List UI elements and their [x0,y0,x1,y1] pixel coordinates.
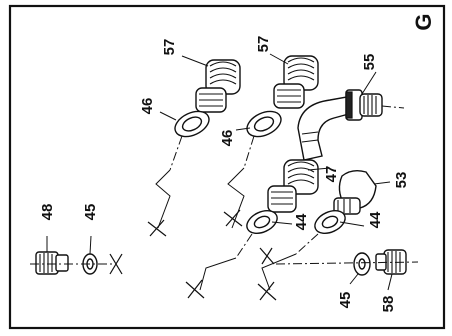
part-44-washer-left [246,209,293,235]
svg-text:44: 44 [367,211,384,228]
part-57-fitting-right [269,53,319,109]
callout-45-left: 45 [82,204,99,221]
part-46-washer-right [235,110,282,138]
part-55-elbow-fitting [297,71,405,161]
callout-48: 48 [39,204,56,221]
callout-58: 58 [380,296,397,313]
part-57-fitting-left [181,55,241,113]
callout-47: 47 [323,166,340,183]
part-53-cap [333,169,391,215]
centerline-left [30,253,123,275]
svg-text:45: 45 [82,204,99,221]
centerline-57-left [147,135,183,237]
svg-text:45: 45 [337,292,354,309]
svg-text:57: 57 [161,39,178,56]
centerline-53 [257,233,319,301]
callout-46-left: 46 [139,98,156,115]
svg-text:58: 58 [380,296,397,313]
centerline-47 [185,233,253,299]
svg-text:55: 55 [361,54,378,71]
part-48-threaded-plug [35,236,69,275]
part-44-washer-right [314,209,365,235]
callout-57-right: 57 [255,36,272,53]
part-58-plug [375,249,407,291]
part-46-washer-left [159,110,210,138]
svg-text:46: 46 [219,130,236,147]
svg-text:48: 48 [39,204,56,221]
centerline-57-right [223,135,255,229]
callout-45-bottom: 45 [337,292,354,309]
svg-text:44: 44 [293,213,310,230]
centerline-bottom [275,261,419,265]
corner-letter: G [411,13,436,30]
svg-text:53: 53 [393,172,410,189]
callout-46-right: 46 [219,130,236,147]
part-45-washer-bottom [349,252,371,285]
callout-44-left: 44 [293,213,310,230]
part-47-threaded-fitting [267,159,331,213]
callout-44-right: 44 [367,211,384,228]
svg-text:47: 47 [323,166,340,183]
part-45-washer-left [82,235,98,275]
svg-text:46: 46 [139,98,156,115]
svg-text:G: G [411,13,436,30]
callout-55: 55 [361,54,378,71]
svg-text:57: 57 [255,36,272,53]
callout-57-left: 57 [161,39,178,56]
diagram-frame [8,4,446,330]
callout-53: 53 [393,172,410,189]
